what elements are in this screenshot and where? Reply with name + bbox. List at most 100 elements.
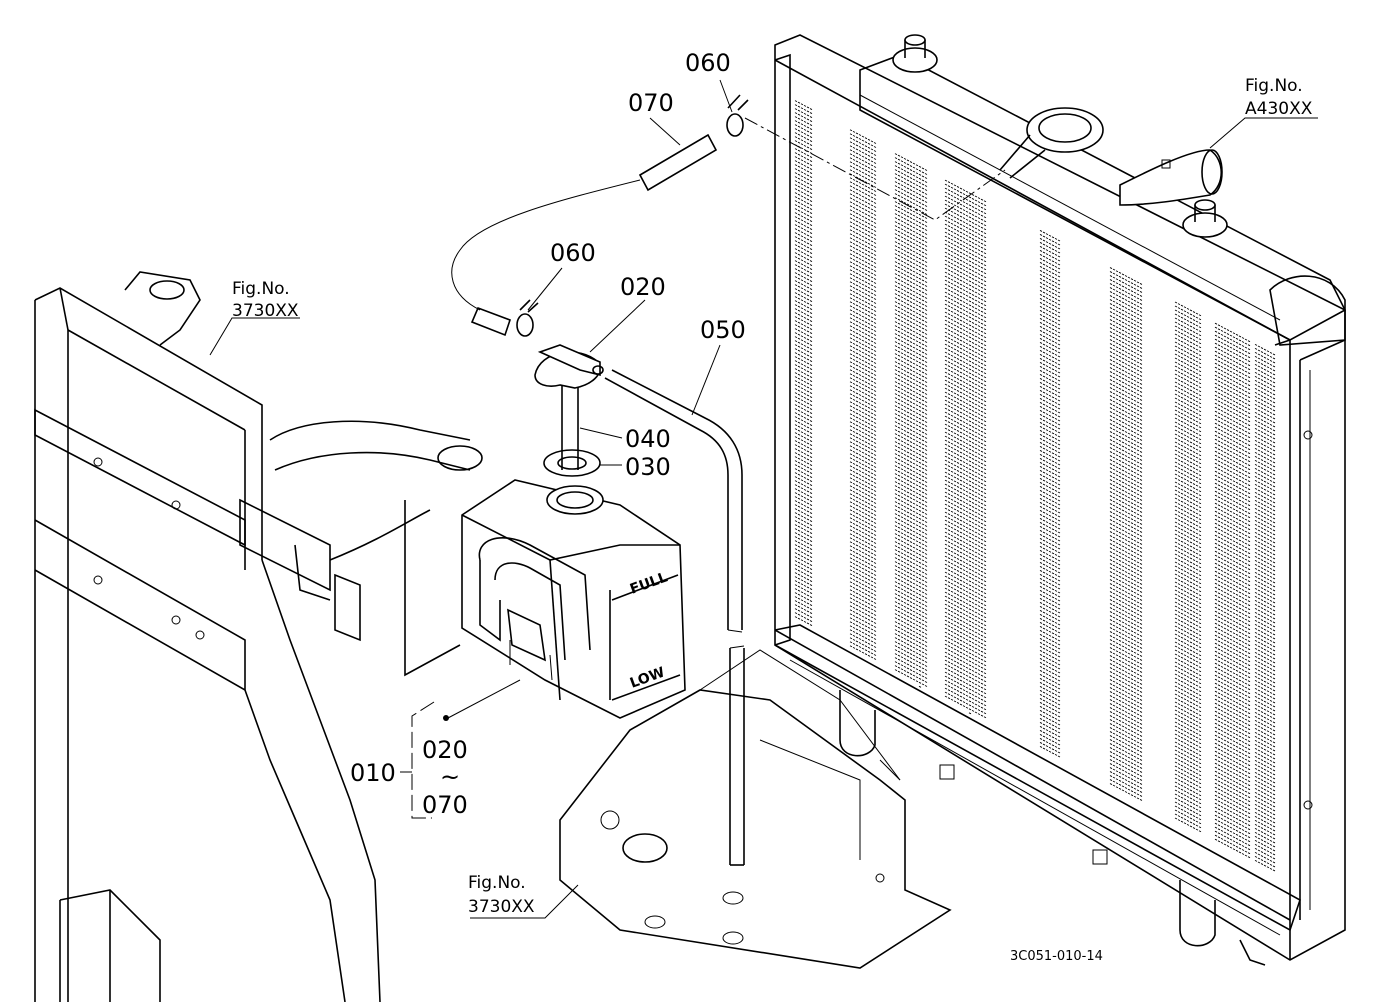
fin-mark (849, 341, 853, 344)
fin-mark (959, 463, 963, 466)
fin-mark (953, 400, 957, 403)
fin-mark (797, 181, 801, 184)
fin-mark (962, 581, 966, 584)
fin-mark (980, 330, 984, 333)
fin-mark (956, 474, 960, 476)
fin-mark (803, 316, 807, 319)
fin-mark (977, 489, 981, 491)
fin-mark (918, 485, 922, 488)
fin-mark (944, 511, 948, 514)
fin-mark (912, 606, 916, 609)
fin-mark (894, 609, 898, 612)
fin-mark (962, 337, 966, 340)
fin-mark (918, 593, 922, 596)
fin-mark (956, 594, 960, 596)
fin-mark (968, 432, 972, 435)
fin-mark (849, 333, 853, 336)
fin-mark (903, 353, 907, 356)
fin-mark (900, 372, 904, 375)
fin-mark (965, 686, 969, 689)
fin-mark (918, 289, 922, 292)
fin-mark (900, 328, 904, 331)
fin-mark (855, 296, 859, 299)
fin-mark (803, 140, 807, 143)
fin-mark (959, 391, 963, 394)
fin-mark (950, 382, 954, 385)
fin-mark (953, 504, 957, 507)
fin-mark (962, 221, 966, 224)
fin-mark (956, 518, 960, 520)
fin-mark (894, 465, 898, 468)
fin-mark (944, 211, 948, 214)
fin-mark (867, 270, 871, 273)
fin-mark (953, 524, 957, 527)
fin-mark (962, 345, 966, 348)
fin-mark (962, 569, 966, 572)
fin-mark (861, 295, 865, 298)
fin-mark (944, 603, 948, 606)
fin-mark (809, 172, 813, 174)
fin-mark (956, 546, 960, 548)
fin-mark (861, 351, 865, 354)
fin-mark (909, 341, 913, 343)
fin-mark (924, 497, 928, 499)
fin-mark (950, 218, 954, 221)
fin-mark (903, 197, 907, 200)
fin-mark (956, 654, 960, 656)
fin-mark (806, 494, 810, 497)
fin-mark (867, 402, 871, 405)
fin-mark (867, 346, 871, 349)
fin-mark (806, 522, 810, 525)
fin-mark (977, 289, 981, 291)
fin-mark (924, 653, 928, 655)
fin-mark (947, 589, 951, 592)
fin-mark (915, 412, 919, 415)
fin-mark (903, 453, 907, 456)
fin-mark (971, 566, 975, 568)
fin-mark (977, 213, 981, 215)
fin-mark (794, 416, 798, 419)
fin-mark (852, 402, 856, 405)
fin-mark (809, 332, 813, 334)
fin-mark (806, 566, 810, 569)
fin-mark (806, 298, 810, 301)
fin-mark (965, 466, 969, 469)
fin-mark (870, 488, 874, 491)
fin-mark (950, 674, 954, 677)
fin-mark (870, 252, 874, 255)
fin-mark (909, 229, 913, 231)
fin-mark (897, 242, 901, 245)
fin-mark (794, 188, 798, 191)
fin-mark (959, 347, 963, 350)
fin-mark (906, 455, 910, 458)
fin-mark (918, 581, 922, 584)
fin-mark (974, 583, 978, 586)
fin-mark (903, 577, 907, 580)
fin-mark (912, 502, 916, 505)
fin-mark (971, 506, 975, 508)
fin-mark (864, 609, 868, 612)
fin-mark (794, 288, 798, 291)
fin-mark (950, 518, 954, 521)
fin-mark (870, 420, 874, 423)
fin-mark (861, 371, 865, 374)
fin-mark (950, 454, 954, 457)
fin-mark (909, 569, 913, 571)
fin-mark (867, 162, 871, 165)
fin-mark (903, 625, 907, 628)
fin-mark (800, 503, 804, 506)
fin-mark (962, 577, 966, 580)
fin-mark (800, 371, 804, 374)
fin-mark (909, 233, 913, 235)
fin-mark (959, 227, 963, 230)
fin-mark (921, 483, 925, 486)
fin-mark (906, 411, 910, 414)
fin-mark (855, 272, 859, 275)
fin-mark (977, 533, 981, 535)
fin-mark (803, 536, 807, 539)
fin-mark (855, 336, 859, 339)
fin-mark (962, 229, 966, 232)
fin-mark (855, 480, 859, 483)
fin-mark (855, 460, 859, 463)
fin-mark (797, 597, 801, 600)
